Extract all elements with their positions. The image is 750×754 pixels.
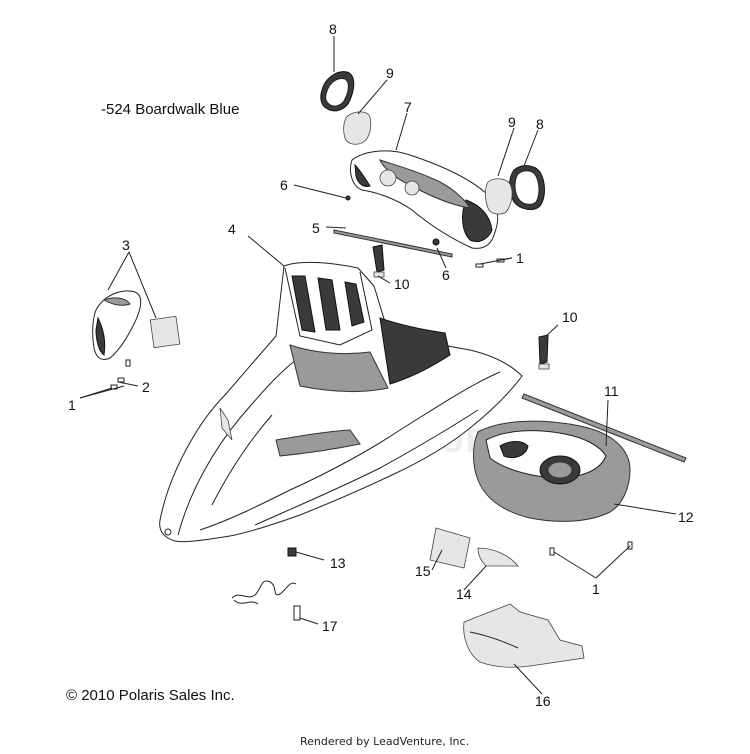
trim-strip-part-5 — [333, 229, 453, 258]
trim-strip-part-11 — [521, 393, 687, 463]
tray-part-12 — [473, 420, 631, 522]
lens-part-9-top — [343, 111, 372, 145]
callout-7: 7 — [404, 99, 412, 115]
clip-part-10-upper — [372, 244, 385, 278]
color-code-label: -524 Boardwalk Blue — [101, 101, 240, 118]
callout-1: 1 — [68, 397, 76, 413]
nut-part-13 — [287, 547, 297, 557]
callout-10: 10 — [394, 276, 410, 292]
callout-numbers: 8 9 7 9 8 6 5 6 1 10 4 3 2 1 10 11 12 13… — [68, 21, 694, 709]
callout-17: 17 — [322, 618, 338, 634]
callout-2: 2 — [142, 379, 150, 395]
decal-part-15 — [429, 527, 471, 569]
callout-6: 6 — [280, 177, 288, 193]
lens-part-9-right — [484, 178, 513, 215]
callout-16: 16 — [535, 693, 551, 709]
callout-11: 11 — [604, 383, 619, 399]
callout-10: 10 — [562, 309, 578, 325]
callout-12: 12 — [678, 509, 694, 525]
callout-15: 15 — [415, 563, 431, 579]
harness-part-13 — [231, 580, 297, 605]
rendered-by-text: Rendered by LeadVenture, Inc. — [300, 735, 470, 748]
callout-13: 13 — [330, 555, 346, 571]
callout-8: 8 — [536, 116, 544, 132]
callout-5: 5 — [312, 220, 320, 236]
callout-8: 8 — [329, 21, 337, 37]
callout-14: 14 — [456, 586, 472, 602]
bezel-part-8-top — [320, 71, 355, 112]
side-panel-part-3 — [92, 290, 142, 361]
callout-1: 1 — [592, 581, 600, 597]
decal-part-14 — [477, 547, 519, 567]
belly-pan-part-16 — [463, 603, 585, 668]
callout-6: 6 — [442, 267, 450, 283]
callout-9: 9 — [386, 65, 394, 81]
copyright-text: © 2010 Polaris Sales Inc. — [66, 687, 235, 704]
decal-part-3 — [149, 315, 181, 349]
leader-lines — [79, 36, 677, 695]
callout-9: 9 — [508, 114, 516, 130]
bolt-part-17 — [293, 605, 301, 621]
callout-4: 4 — [228, 221, 236, 237]
bezel-part-8-right — [509, 165, 545, 210]
hood-part-4 — [159, 261, 523, 543]
clip-part-10-right — [538, 334, 550, 370]
callout-1: 1 — [516, 250, 524, 266]
callout-3: 3 — [122, 237, 130, 253]
console-part-7 — [349, 150, 499, 249]
